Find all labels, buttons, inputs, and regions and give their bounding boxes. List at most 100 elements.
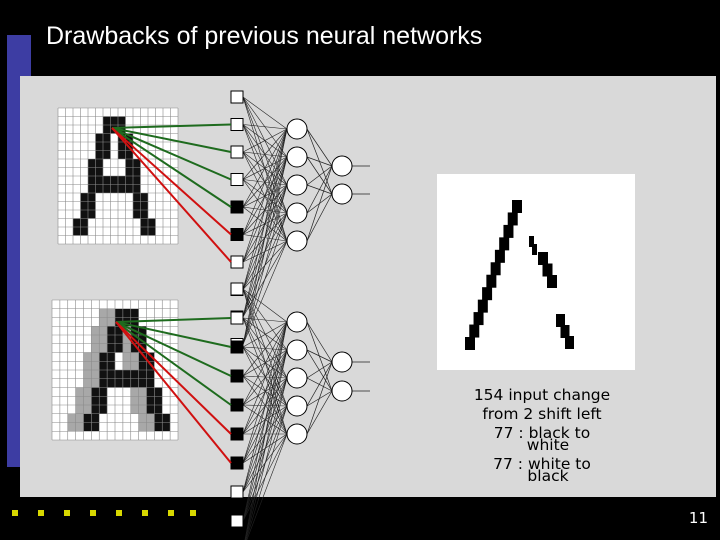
difference-pixel <box>512 200 522 213</box>
ghost-pixel <box>130 361 139 370</box>
letter-pixel <box>88 201 96 210</box>
connection-line <box>306 321 333 392</box>
difference-pixel <box>529 236 534 247</box>
hidden-node <box>286 311 308 333</box>
ghost-pixel <box>83 387 92 397</box>
letter-pixel <box>130 370 139 379</box>
input-node-white <box>230 282 244 296</box>
connection-line <box>245 377 288 540</box>
ghost-pixel <box>91 378 100 388</box>
letter-pixel <box>140 227 148 236</box>
ghost-pixel <box>107 308 115 318</box>
letter-pixel <box>80 227 88 236</box>
ghost-pixel <box>83 396 92 405</box>
hidden-node <box>286 339 308 361</box>
connection-line <box>306 361 333 407</box>
neural-network-bottom <box>115 282 370 540</box>
letter-pixel <box>73 227 81 236</box>
connection-line <box>242 321 288 348</box>
ghost-pixel <box>138 422 147 432</box>
letter-pixel <box>95 159 103 168</box>
letter-pixel <box>118 176 126 185</box>
letter-pixel <box>140 210 148 219</box>
connection-line <box>242 212 288 345</box>
difference-pixel <box>532 244 537 255</box>
letter-pixel <box>88 184 96 193</box>
letter-a-grid-shifted <box>51 299 179 441</box>
ghost-pixel <box>138 387 147 397</box>
ghost-pixel <box>130 352 139 362</box>
difference-pixel <box>490 262 501 276</box>
letter-pixel <box>125 176 133 185</box>
connection-line <box>306 361 333 379</box>
letter-pixel <box>133 210 141 219</box>
input-node-white <box>230 145 244 159</box>
letter-pixel <box>73 218 81 227</box>
ghost-pixel <box>99 343 108 353</box>
connection-line <box>306 193 333 242</box>
letter-pixel <box>115 343 123 353</box>
caption-line-3-cont: white <box>526 436 570 454</box>
input-node-white <box>230 90 244 104</box>
input-node-white <box>230 311 244 325</box>
connection-line <box>244 321 288 540</box>
green-link-line <box>111 127 232 181</box>
bullet-marker <box>142 510 148 516</box>
letter-pixel <box>107 361 115 370</box>
connection-line <box>242 128 288 208</box>
output-node <box>331 380 353 402</box>
letter-pixel <box>133 193 141 202</box>
connection-line <box>242 96 288 130</box>
ghost-pixel <box>83 361 92 370</box>
connection-line <box>242 128 288 235</box>
connection-line <box>306 361 333 435</box>
letter-pixel <box>103 133 111 142</box>
ghost-pixel <box>91 326 100 335</box>
connection-line <box>245 405 288 540</box>
letter-pixel <box>88 159 96 168</box>
letter-pixel <box>91 405 100 414</box>
hidden-node <box>286 146 308 168</box>
connection-line <box>242 124 288 130</box>
letter-pixel <box>110 184 118 193</box>
letter-pixel <box>88 193 96 202</box>
letter-pixel <box>103 176 111 185</box>
letter-pixel <box>115 308 123 318</box>
green-link-line <box>115 321 232 406</box>
ghost-pixel <box>83 378 92 388</box>
difference-pixel <box>499 237 510 251</box>
connection-line <box>306 390 333 435</box>
ghost-pixel <box>99 326 108 335</box>
ghost-pixel <box>99 317 108 327</box>
connection-line <box>242 321 288 464</box>
ghost-pixel <box>91 361 100 370</box>
ghost-pixel <box>138 413 147 423</box>
letter-pixel <box>95 167 103 176</box>
letter-pixel <box>80 201 88 210</box>
letter-pixel <box>133 201 141 210</box>
letter-pixel <box>107 352 115 362</box>
difference-pixel <box>560 325 570 338</box>
letter-pixel <box>140 193 148 202</box>
connection-line <box>242 317 288 379</box>
letter-pixel <box>130 308 139 318</box>
bullet-marker <box>64 510 70 516</box>
letter-pixel <box>146 378 155 388</box>
difference-image <box>437 174 635 370</box>
red-link-line <box>111 127 232 236</box>
ghost-pixel <box>91 370 100 379</box>
green-link-line <box>111 127 232 208</box>
ghost-pixel <box>122 352 131 362</box>
bullet-marker <box>12 510 18 516</box>
bullet-marker <box>168 510 174 516</box>
letter-pixel <box>95 142 103 151</box>
letter-pixel <box>95 133 103 142</box>
letter-pixel <box>148 227 156 236</box>
ghost-pixel <box>130 387 139 397</box>
ghost-pixel <box>67 422 76 432</box>
connection-line <box>242 346 288 435</box>
difference-pixel <box>538 252 548 265</box>
letter-pixel <box>115 335 123 344</box>
difference-pixel <box>482 287 493 301</box>
